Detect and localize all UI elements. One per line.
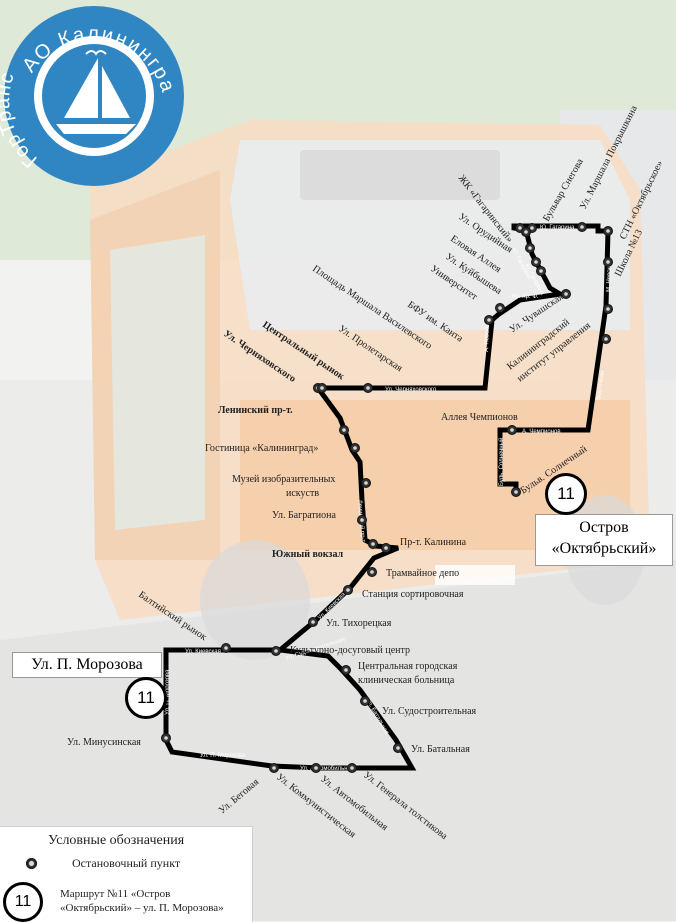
street-m-nevskogo: М. Невского: [606, 258, 613, 292]
stop-marker: [308, 617, 318, 627]
stop-marker: [350, 443, 360, 453]
seagull-icon: [85, 50, 107, 56]
stop-label-pr-kalinina: Пр-т. Калинина: [400, 537, 467, 548]
stop-markers: [161, 222, 613, 773]
stop-marker: [161, 733, 171, 743]
stop-label-bulvar-snegova: Бульвар Снегова: [541, 156, 586, 223]
stop-label-muzey-1: Музей изобразительных: [232, 474, 335, 485]
route-number-ostrov: 11: [545, 473, 587, 515]
stop-label-gostinitsa: Гостиница «Калининград»: [205, 443, 318, 454]
stop-marker: [341, 665, 351, 675]
legend-route-line2: «Октябрьский» – ул. П. Морозова»: [60, 902, 224, 914]
street-chernyakhovskogo: Ул. Черняховского: [385, 387, 437, 393]
stop-label-batalnaya: Ул. Батальная: [411, 744, 470, 755]
stop-marker: [347, 763, 357, 773]
stop-marker: [536, 266, 546, 276]
stop-label-baltiysky: Балтийский рынок: [136, 589, 208, 643]
stop-marker: [339, 425, 349, 435]
legend-route-label: Маршрут №11 «Остров «Октябрьский» – ул. …: [60, 887, 250, 915]
street-nevskogo: А. Невского: [484, 319, 491, 352]
stop-marker: [577, 222, 587, 232]
terminal-ostrov-oktyabrsky: Остров «Октябрьский»: [535, 514, 673, 566]
stop-marker: [511, 487, 521, 497]
stop-marker: [317, 383, 327, 393]
stop-marker: [271, 646, 281, 656]
stop-marker: [368, 539, 378, 549]
stop-marker: [484, 315, 494, 325]
stop-marker: [311, 763, 321, 773]
terminal-ostrov-line2: «Октябрьский»: [551, 540, 657, 557]
stop-label-tikhoretskaya: Ул. Тихорецкая: [326, 618, 392, 629]
stop-label-bolnitsa-1: Центральная городская: [358, 661, 458, 672]
stop-marker: [269, 763, 279, 773]
street-gagarina-1: Ю. Гагарина: [540, 225, 575, 231]
stop-marker: [367, 567, 377, 577]
legend-route-line1: Маршрут №11 «Остров: [60, 888, 171, 900]
stop-marker: [357, 515, 367, 525]
sailboat-icon: [56, 58, 136, 134]
stop-marker: [343, 585, 353, 595]
stop-marker: [603, 304, 613, 314]
street-chempionov: А. Чемпионов: [522, 429, 561, 435]
stop-label-tolstikova: Ул. Генерала толстикова: [361, 770, 450, 843]
stop-label-yuzhny: Южный вокзал: [272, 549, 344, 560]
street-kryshtofa: Кр. Кр. Ф.: [512, 294, 539, 300]
stop-marker-icon: [26, 858, 37, 869]
street-solnechny: Буль. Солнечный: [498, 438, 505, 486]
stop-marker: [603, 226, 613, 236]
stop-marker: [221, 643, 231, 653]
stop-label-alleya-chempionov: Аллея Чемпионов: [441, 412, 518, 423]
stop-label-bolnitsa-2: клиническая больница: [358, 675, 455, 686]
stop-label-minusinskaya: Ул. Минусинская: [67, 737, 141, 748]
street-morozova-1: Ул. П. Морозова: [165, 669, 171, 715]
stop-label-sortirovochnaya: Станция сортировочная: [362, 589, 464, 600]
terminal-ostrov-line1: Остров: [579, 519, 629, 536]
stop-label-bagrationa: Ул. Багратиона: [272, 510, 336, 521]
stop-marker: [603, 257, 613, 267]
street-kievskaya-1: Ул. Киевская: [317, 592, 347, 622]
stop-label-leninsky: Ленинский пр-т.: [218, 405, 293, 416]
stop-marker: [360, 696, 370, 706]
stop-marker: [525, 243, 535, 253]
stop-marker: [601, 334, 611, 344]
terminal-morozova: Ул. П. Морозова: [12, 652, 162, 678]
legend: Условные обозначения Остановочный пункт …: [0, 826, 253, 922]
street-vostochnaya: Восточная: [596, 370, 606, 400]
stop-label-tramvaynoe: Трамвайное депо: [386, 568, 459, 579]
stop-label-kdts: Культурно-досуговый центр: [290, 645, 410, 656]
street-avtomobilnaya: Ул. Автомобильная: [300, 766, 354, 772]
stop-marker: [531, 257, 541, 267]
stop-labels: ЖК «Гагаринский» Бульвар Снегова Ул. Мар…: [67, 103, 666, 842]
legend-route-circle: 11: [3, 882, 43, 922]
stop-label-begovaya: Ул. Беговая: [217, 776, 262, 816]
stop-label-pokryshkina: Ул. Маршала Покрышкина: [578, 103, 640, 211]
stop-marker: [393, 743, 403, 753]
street-morozova-2: Ул. П. Морозова: [200, 753, 246, 759]
route-number-morozova: 11: [125, 677, 167, 719]
stop-marker: [361, 478, 371, 488]
stop-label-kommunisticheskaya: Ул. Коммунистическая: [274, 772, 358, 841]
stop-marker: [381, 543, 391, 553]
stop-label-stn-oktyabrskoe: СТН «Октябрьское»: [618, 159, 666, 241]
legend-stop-label: Остановочный пункт: [72, 856, 181, 870]
gortrans-logo: АО Калининград ГорТранс: [0, 0, 184, 186]
stop-marker: [521, 227, 531, 237]
street-kievskaya-2: Ул. Киевская: [185, 649, 221, 655]
stop-marker: [507, 425, 517, 435]
stop-marker: [363, 383, 373, 393]
stop-label-muzey-2: искуств: [286, 488, 319, 499]
legend-title: Условные обозначения: [48, 833, 185, 848]
stop-marker: [495, 303, 505, 313]
stop-marker: [561, 289, 571, 299]
stop-label-proletarskaya: Ул. Пролетарская: [336, 323, 404, 374]
stop-label-tsentr-rynok: Центральный рынок: [260, 319, 346, 382]
stop-label-sudostroitelnaya: Ул. Судостроительная: [382, 706, 477, 717]
